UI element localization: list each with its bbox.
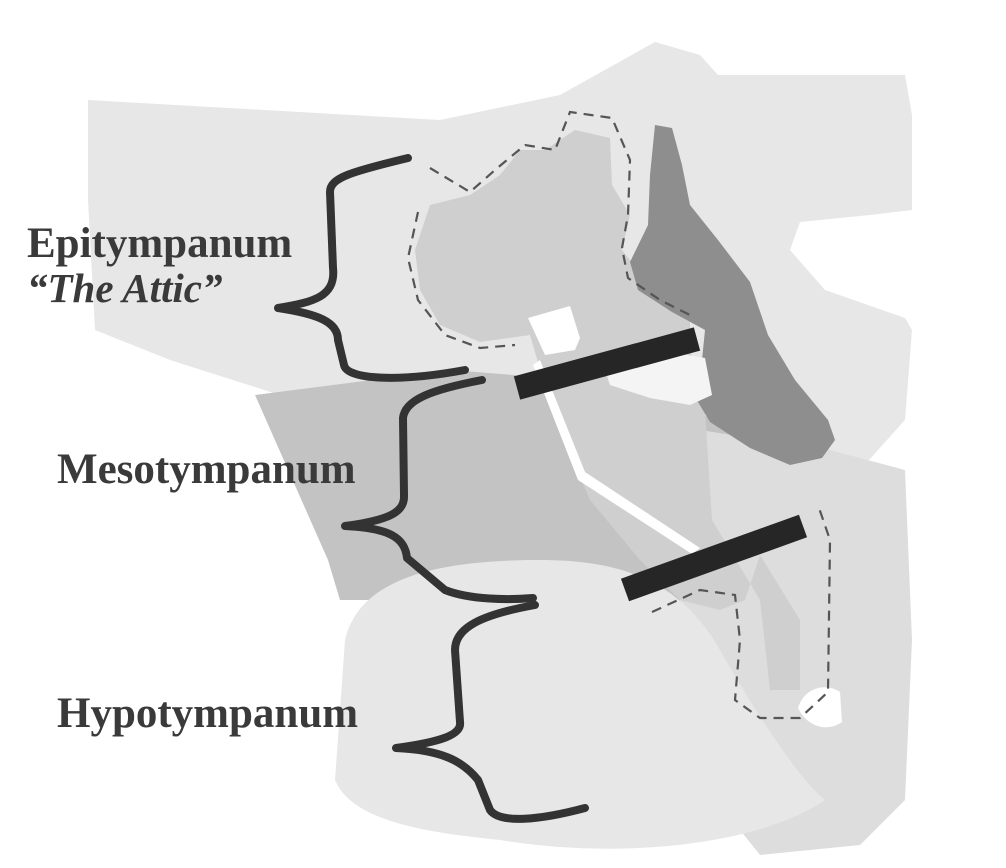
dashed-outline-lower (651, 504, 832, 720)
dashed-outline-upper (406, 110, 691, 350)
mesotympanum-brace (341, 376, 537, 604)
white-notch (798, 687, 842, 728)
boundary-bar-lower (620, 514, 808, 602)
white-gap-upper (528, 306, 580, 355)
dark-region (630, 125, 835, 465)
mesotympanum-label: Mesotympanum (57, 446, 356, 493)
epitympanum-brace (274, 154, 469, 382)
hypotympanum-label: Hypotympanum (57, 690, 359, 737)
hypotympanum-brace (392, 601, 589, 823)
epitympanum-label: Epitympanum (27, 220, 293, 267)
attic-label: “The Attic” (27, 265, 223, 311)
boundary-bar-upper (513, 327, 701, 400)
